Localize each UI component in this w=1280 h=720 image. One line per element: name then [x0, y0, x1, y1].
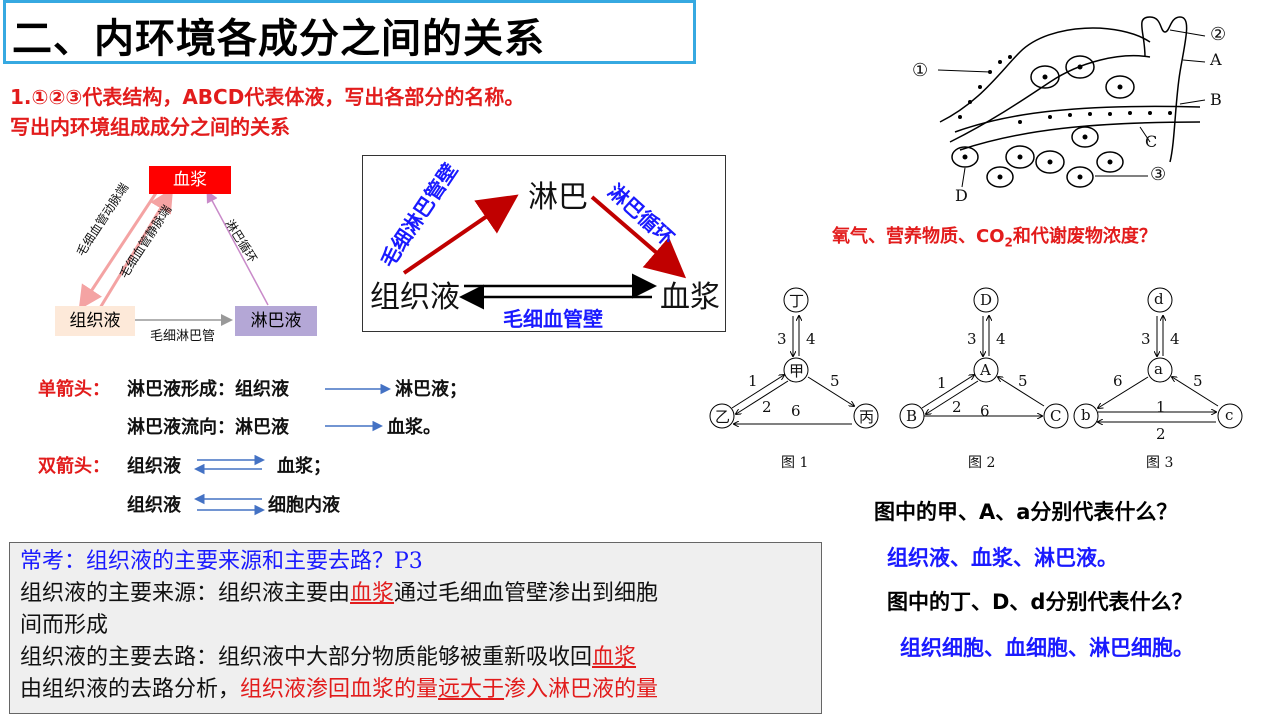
- g2-top: D: [980, 291, 993, 309]
- g2-n6: 6: [980, 402, 990, 420]
- g1-caption: 图 1: [781, 455, 809, 471]
- fig-label-A: A: [1210, 50, 1222, 69]
- plasma-box: 血浆: [149, 166, 231, 194]
- qa-question-2: 图中的丁、D、d分别代表什么？: [887, 590, 1193, 614]
- arrow-tissue-to-lymph-mid: [402, 194, 519, 275]
- mid-plasma-label: 血浆: [660, 280, 720, 315]
- g3-n2: 2: [1156, 425, 1166, 443]
- fig-label-D: D: [955, 186, 968, 205]
- g1-n3: 3: [777, 330, 787, 348]
- page-title: 二、内环境各成分之间的关系: [12, 16, 545, 62]
- tissue-fluid-box: 组织液: [55, 306, 135, 336]
- double-arrow-label: 双箭头：: [38, 456, 110, 477]
- g2-n1: 1: [937, 374, 947, 392]
- arrow-lymph-to-plasma-mid: [590, 195, 687, 279]
- single-arrow-label: 单箭头：: [38, 379, 110, 400]
- g2-caption: 图 2: [968, 455, 996, 471]
- tissue-structure-figure: [937, 16, 1206, 188]
- arrow-plasma-to-tissue: [78, 189, 160, 311]
- g2-n4: 4: [996, 330, 1006, 348]
- arrow-lymph-to-plasma: [206, 190, 269, 306]
- mid-capillary-wall: 毛细血管壁: [503, 307, 603, 331]
- fig-label-2: ②: [1210, 24, 1227, 45]
- qa-answer-2: 组织细胞、血细胞、淋巴细胞。: [900, 635, 1194, 660]
- single-arrow-2-prefix: 淋巴液流向：淋巴液: [127, 417, 289, 438]
- single-arrow-2-suffix: 血浆。: [387, 417, 441, 438]
- double-arrow-1-suffix: 血浆；: [277, 456, 331, 477]
- qa-answer-1: 组织液、血浆、淋巴液。: [887, 545, 1118, 570]
- g3-n6: 6: [1113, 372, 1123, 390]
- g3-top: d: [1154, 290, 1164, 308]
- g1-n2: 2: [762, 398, 772, 416]
- label-lymph-capillary: 毛细淋巴管: [150, 329, 216, 344]
- g1-right: 丙: [859, 408, 875, 426]
- box-line-3: 间而形成: [20, 613, 109, 638]
- g3-n3: 3: [1141, 330, 1151, 348]
- question-1: 1.①②③代表结构，ABCD代表体液，写出各部分的名称。 写出内环境组成成分之间…: [10, 82, 524, 142]
- single-arrow-1-prefix: 淋巴液形成：组织液: [127, 379, 289, 400]
- g3-left: b: [1081, 406, 1091, 424]
- g3-center: a: [1154, 360, 1163, 378]
- g1-n5: 5: [830, 372, 840, 390]
- g3-right: c: [1225, 406, 1234, 424]
- question-1-line1: 1.①②③代表结构，ABCD代表体液，写出各部分的名称。: [10, 85, 525, 109]
- box-line-2: 组织液的主要来源：组织液主要由血浆通过毛细血管壁渗出到细胞: [20, 581, 659, 606]
- fig-label-1: ①: [912, 60, 929, 81]
- double-arrow-2-prefix: 组织液: [127, 495, 181, 516]
- double-arrow-2-suffix: 细胞内液: [268, 495, 340, 516]
- g2-right: C: [1050, 407, 1062, 425]
- g1-n1: 1: [748, 372, 758, 390]
- g3-caption: 图 3: [1146, 455, 1174, 471]
- g1-n6: 6: [791, 402, 801, 420]
- g1-n4: 4: [806, 330, 816, 348]
- box-line-5: 由组织液的去路分析，组织液渗回血浆的量远大于渗入淋巴液的量: [20, 677, 659, 702]
- g2-n3: 3: [967, 330, 977, 348]
- tissue-figure-question: 氧气、营养物质、CO2和代谢废物浓度？: [832, 226, 1157, 250]
- fig-label-3: ③: [1150, 164, 1167, 185]
- g3-n4: 4: [1170, 330, 1180, 348]
- question-1-line2: 写出内环境组成成分之间的关系: [10, 115, 290, 139]
- g3-n1: 1: [1156, 398, 1166, 416]
- box-line-1: 常考：组织液的主要来源和主要去路？P3: [20, 549, 423, 574]
- g1-center: 甲: [789, 362, 805, 380]
- lymph-box: 淋巴液: [235, 306, 317, 336]
- fig-label-B: B: [1210, 90, 1222, 109]
- mid-lymph-label: 淋巴: [528, 180, 588, 215]
- g1-left: 乙: [715, 408, 731, 426]
- g1-top: 丁: [789, 292, 805, 310]
- g2-left: B: [906, 407, 918, 425]
- qa-question-1: 图中的甲、A、a分别代表什么？: [874, 500, 1178, 524]
- relation-graphs: [709, 287, 1243, 429]
- arrow-tissue-to-plasma: [98, 187, 174, 309]
- g2-center: A: [980, 361, 991, 379]
- g3-n5: 5: [1193, 372, 1203, 390]
- fig-label-C: C: [1145, 132, 1158, 151]
- common-question-box: 常考：组织液的主要来源和主要去路？P3 组织液的主要来源：组织液主要由血浆通过毛…: [9, 542, 822, 714]
- g2-n5: 5: [1018, 372, 1028, 390]
- g2-n2: 2: [952, 398, 962, 416]
- middle-relation-arrows: [402, 194, 687, 310]
- left-relation-diagram: [78, 187, 269, 326]
- double-arrow-1-prefix: 组织液: [127, 456, 181, 477]
- title-box: [3, 0, 696, 64]
- mid-tissue-fluid-label: 组织液: [370, 280, 460, 315]
- single-arrow-1-suffix: 淋巴液；: [395, 379, 467, 400]
- box-line-4: 组织液的主要去路：组织液中大部分物质能够被重新吸收回血浆: [20, 645, 637, 670]
